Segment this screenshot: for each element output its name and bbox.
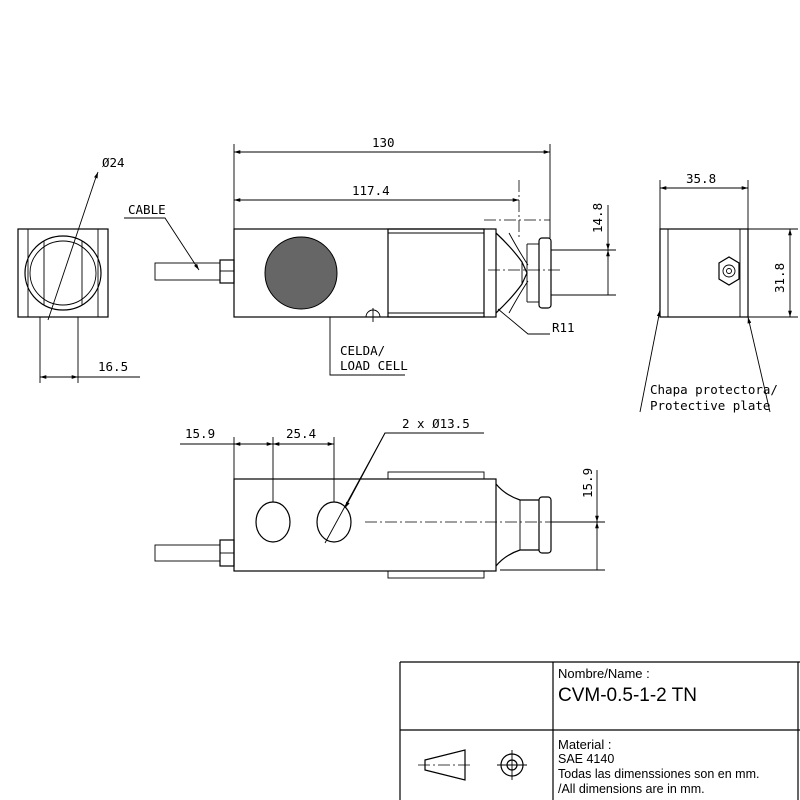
bottom-height-label: 15.9 bbox=[580, 468, 595, 498]
title-block bbox=[399, 661, 800, 800]
diameter-leader-line bbox=[47, 179, 96, 321]
hole-spacing-label: 25.4 bbox=[286, 426, 316, 441]
right-end-view bbox=[639, 180, 798, 413]
hole-offset-label: 15.9 bbox=[185, 426, 215, 441]
load-cell-body bbox=[233, 228, 497, 318]
bottom-view bbox=[154, 432, 605, 579]
mounting-hole-2 bbox=[316, 501, 352, 543]
units-note-es: Todas las dimenssiones son en mm. bbox=[558, 767, 759, 781]
projection-cone-icon bbox=[424, 749, 466, 781]
material-value: SAE 4140 bbox=[558, 752, 614, 766]
load-cell-label-en: LOAD CELL bbox=[340, 358, 408, 373]
connector-nut bbox=[718, 256, 740, 286]
cable-body bbox=[154, 262, 221, 281]
left-end-view bbox=[17, 171, 140, 383]
plate-label-es: Chapa protectora/ bbox=[650, 382, 778, 397]
cable-diameter-label: Ø24 bbox=[102, 155, 125, 170]
width-label: 35.8 bbox=[686, 171, 716, 186]
hole-distance-label: 117.4 bbox=[352, 183, 390, 198]
height-label: 31.8 bbox=[772, 263, 787, 293]
name-value: CVM-0.5-1-2 TN bbox=[558, 685, 697, 706]
cable-label: CABLE bbox=[128, 202, 166, 217]
side-offset-label: 16.5 bbox=[98, 359, 128, 374]
name-label: Nombre/Name : bbox=[558, 666, 650, 681]
radius-label: R11 bbox=[552, 320, 575, 335]
load-cell-label-es: CELDA/ bbox=[340, 343, 385, 358]
units-note-en: /All dimensions are in mm. bbox=[558, 782, 705, 796]
holes-label: 2 x Ø13.5 bbox=[402, 416, 470, 431]
plate-label-en: Protective plate bbox=[650, 398, 770, 413]
front-view bbox=[124, 144, 616, 376]
material-label: Material : bbox=[558, 737, 611, 752]
mounting-hole-1 bbox=[255, 501, 291, 543]
end-height-label: 14.8 bbox=[590, 203, 605, 233]
protective-plate-front bbox=[387, 228, 485, 318]
strain-gauge-seal bbox=[264, 236, 338, 310]
overall-length-label: 130 bbox=[372, 135, 395, 150]
